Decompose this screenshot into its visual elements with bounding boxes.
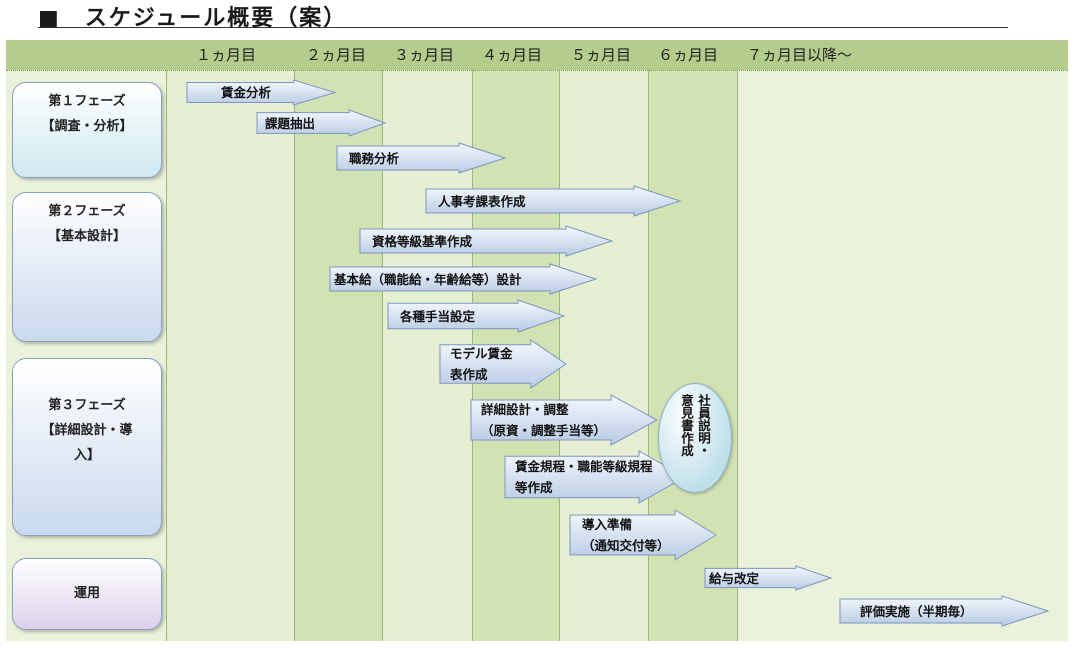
task-arrow: モデル賃金表作成: [439, 339, 567, 389]
task-arrow: 課題抽出: [256, 109, 387, 137]
arrow-shape: [439, 339, 567, 389]
month-header: １ヵ月目: [196, 46, 257, 64]
phase-label: 第１フェーズ: [48, 94, 126, 109]
arrow-shape: [359, 225, 614, 257]
month-header: ６ヵ月目: [658, 46, 719, 64]
phase-label: 第３フェーズ: [48, 398, 126, 413]
page-title: ■ スケジュール概要（案）: [38, 6, 348, 31]
month-column-bg: [382, 40, 472, 641]
phase-box-1: 第１フェーズ 【調査・分析】: [12, 82, 162, 178]
month-header: ４ヵ月目: [482, 46, 543, 64]
task-label: モデル賃金: [450, 346, 513, 361]
ellipse-text: 社員説明・: [696, 394, 711, 457]
task-label: 職務分析: [349, 150, 400, 166]
month-column-bg: [166, 40, 294, 641]
task-arrow: 詳細設計・調整 （原資・調整手当等）: [470, 394, 659, 446]
task-label: 給与改定: [709, 570, 760, 586]
task-arrow: 評価実施（半期毎）: [839, 595, 1050, 627]
phase-box-3: 第３フェーズ 【詳細設計・導 入】: [12, 358, 162, 536]
month-header: ５ヵ月目: [571, 46, 632, 64]
arrow-shape: [839, 595, 1050, 627]
task-arrow: 資格等級基準作成: [359, 225, 614, 257]
task-arrow: 賃金規程・職能等級規程等作成: [504, 450, 687, 504]
task-label: 詳細設計・調整: [481, 402, 569, 417]
task-label: 導入準備: [582, 517, 633, 532]
month-header: ３ヵ月目: [394, 46, 455, 64]
task-label: 課題抽出: [265, 115, 316, 131]
month-header: ２ヵ月目: [306, 46, 367, 64]
arrow-shape: [256, 109, 387, 137]
phase-box-2: 第２フェーズ 【基本設計】: [12, 192, 162, 342]
task-label: 資格等級基準作成: [372, 233, 473, 249]
phase-box-4: 運用: [12, 558, 162, 630]
task-label: 賃金規程・職能等級規程: [515, 459, 653, 474]
task-arrow: 職務分析: [336, 142, 507, 174]
phase-label: 【詳細設計・導: [41, 423, 133, 438]
ellipse-text: 意見書作成: [679, 394, 694, 457]
arrow-shape: [504, 450, 687, 504]
month-header: ７ヵ月目以降～: [747, 46, 853, 64]
arrow-shape: [425, 185, 682, 217]
vertical-separator: [648, 40, 649, 641]
phase-label: 第２フェーズ: [48, 204, 126, 219]
phase-label: 運用: [73, 586, 100, 601]
task-label: 人事考課表作成: [438, 193, 526, 209]
title-underline: [38, 27, 1008, 28]
header-row: [6, 40, 1068, 70]
task-label: 賃金分析: [221, 85, 272, 100]
explanation-ellipse: 社員説明・ 意見書作成: [658, 383, 732, 493]
month-column-bg: [737, 40, 1068, 641]
month-column-bg: [472, 40, 559, 641]
phase-label: 【基本設計】: [47, 229, 126, 244]
arrow-shape: [186, 79, 337, 106]
arrow-shape: [704, 565, 833, 591]
vertical-separator: [382, 40, 383, 641]
arrow-shape: [569, 509, 717, 561]
arrow-shape: [470, 394, 659, 446]
task-arrow: 基本給（職能給・年齢給等）設計: [329, 263, 598, 295]
task-arrow: 導入準備 （通知交付等）: [569, 509, 717, 561]
task-label: 評価実施（半期毎）: [860, 603, 973, 619]
vertical-separator: [737, 40, 738, 641]
header-separator: [6, 70, 1068, 71]
vertical-separator: [166, 40, 167, 641]
month-column-bg: [294, 40, 382, 641]
phase-label: 入】: [73, 448, 100, 463]
vertical-separator: [294, 40, 295, 641]
task-label: 各種手当設定: [400, 308, 476, 324]
task-label: 基本給（職能給・年齢給等）設計: [334, 271, 522, 287]
vertical-separator: [559, 40, 560, 641]
task-arrow: 各種手当設定: [387, 299, 566, 333]
arrow-shape: [387, 299, 566, 333]
task-label: 表作成: [450, 367, 488, 382]
task-label: 等作成: [515, 480, 553, 495]
task-arrow: 給与改定: [704, 565, 833, 591]
arrow-shape: [336, 142, 507, 174]
phase-label: 【調査・分析】: [41, 119, 133, 134]
task-arrow: 人事考課表作成: [425, 185, 682, 217]
arrow-shape: [329, 263, 598, 295]
task-label: （原資・調整手当等）: [481, 423, 607, 438]
task-arrow: 賃金分析: [186, 79, 337, 106]
task-label: （通知交付等）: [582, 538, 670, 553]
vertical-separator: [472, 40, 473, 641]
